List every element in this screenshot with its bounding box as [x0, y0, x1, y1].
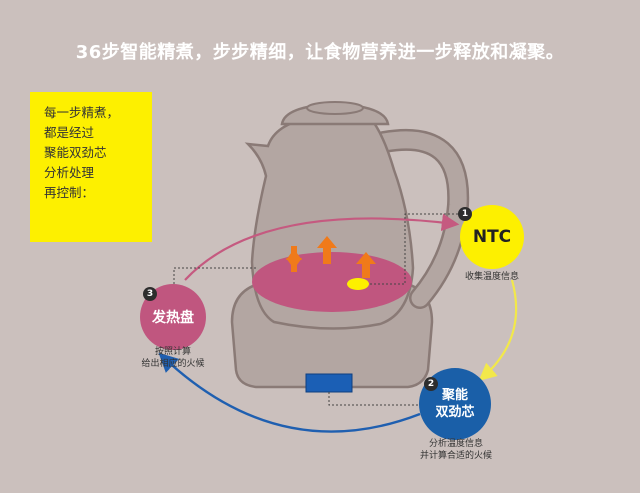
liquid-surface [252, 252, 412, 312]
plate-caption-line1: 按照计算 [154, 347, 191, 357]
sensor-dot-icon [347, 278, 369, 290]
headline: 36步智能精煮，步步精细，让食物营养进一步释放和凝聚。 [75, 42, 565, 63]
note-line: 分析处理 [44, 165, 95, 180]
plate-caption-line2: 给出相应的火候 [141, 359, 205, 369]
arrow-ntc-to-chip [478, 279, 518, 381]
display-panel-icon [305, 373, 353, 393]
dashed-link-display [328, 392, 420, 406]
dashed-link-plate [173, 267, 258, 284]
arrow-plate-to-ntc [184, 213, 460, 281]
dashed-link-sensor [370, 213, 460, 285]
note-line: 都是经过 [44, 125, 95, 140]
chip-label-line1: 聚能 [441, 388, 468, 403]
chip-label-line2: 双劲芯 [435, 405, 475, 420]
plate-label: 发热盘 [152, 310, 194, 326]
step-badge-3: 3 [143, 287, 157, 301]
chip-node: 聚能 双劲芯 [419, 368, 491, 440]
step-badge-1: 1 [458, 207, 472, 221]
chip-caption-line1: 分析温度信息 [428, 439, 483, 449]
note-line: 聚能双劲芯 [44, 145, 107, 160]
ntc-label: NTC [472, 227, 512, 247]
note-box: 每一步精煮， 都是经过 聚能双劲芯 分析处理 再控制： [30, 92, 152, 242]
arrow-chip-to-plate [158, 352, 421, 433]
ntc-caption: 收集温度信息 [464, 272, 519, 282]
chip-caption: 分析温度信息 并计算合适的火候 [404, 438, 508, 462]
note-line: 每一步精煮， [44, 105, 120, 120]
plate-caption: 按照计算 给出相应的火候 [118, 346, 228, 370]
note-line: 再控制： [44, 185, 95, 200]
chip-caption-line2: 并计算合适的火候 [419, 451, 492, 461]
step-badge-2: 2 [424, 377, 438, 391]
